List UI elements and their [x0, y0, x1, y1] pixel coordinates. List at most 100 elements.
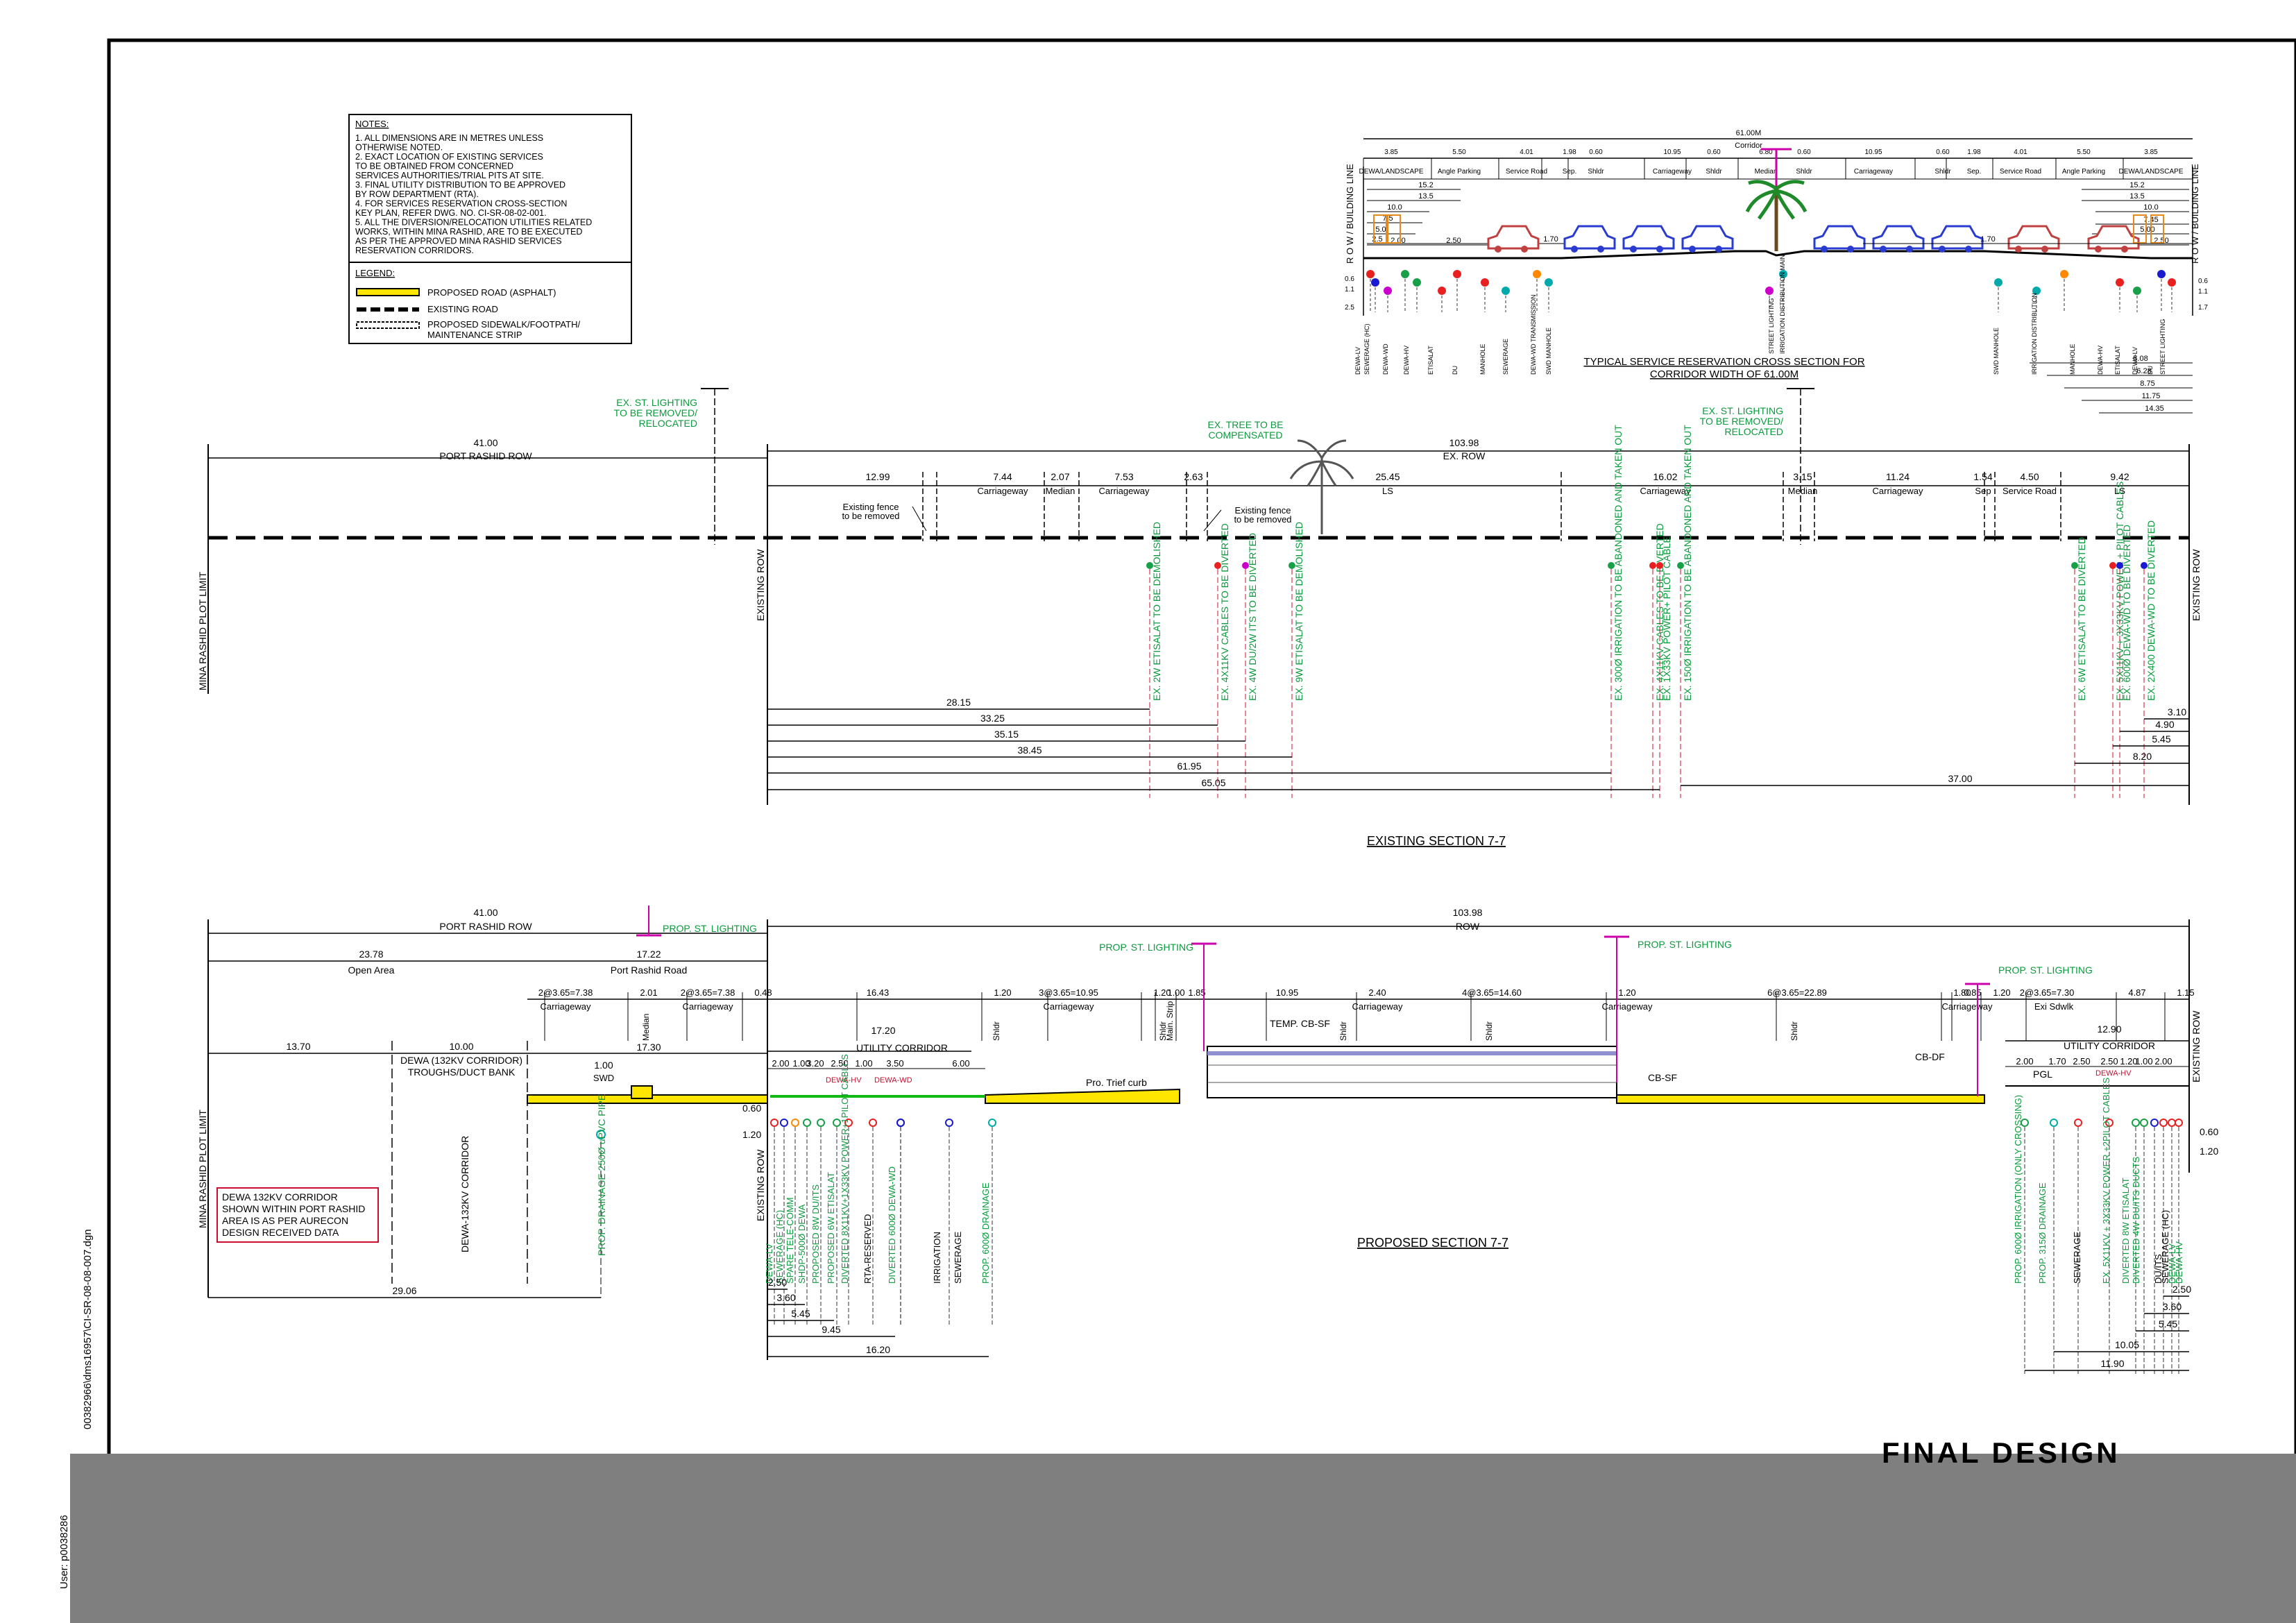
pr-median-icon	[631, 1085, 653, 1099]
car-icon	[1813, 225, 1866, 253]
pr-uc-dim: 6.00	[952, 1058, 969, 1069]
utility-dot	[2133, 287, 2141, 295]
typical-utility-label-right: MANHOLE	[2069, 343, 2076, 375]
note-line: AS PER THE APPROVED MINA RASHID SERVICES	[355, 237, 562, 246]
pr-left-small-1: 0.60	[742, 1103, 761, 1114]
pr-lane-name: Carriageway	[1044, 1001, 1094, 1012]
pr-title: PROPOSED SECTION 7-7	[1357, 1236, 1508, 1250]
pr-lane-dim: 2.40	[1368, 987, 1386, 998]
pr-prop-light-label: PROP. ST. LIGHTING	[1998, 965, 2093, 976]
pr-uc-label: UTILITY CORRIDOR	[856, 1042, 948, 1053]
ex-utility-dot	[1677, 562, 1684, 569]
typical-centre-label: IRRIGATION DISTRIBUTION MAIN	[1779, 255, 1786, 354]
typical-dim: 1.98	[1563, 148, 1576, 156]
ex-bottom-dim: 38.45	[1017, 745, 1041, 756]
typical-sub-dim: 2.00	[1391, 237, 1405, 245]
typical-utility-label-right: DU	[2147, 366, 2154, 375]
car-icon	[1872, 225, 1925, 253]
pr-utility-label-right: DIVERTED 8W ETISALAT	[2120, 1178, 2131, 1284]
pr-uc-dim: 1.00	[792, 1058, 810, 1069]
pr-bottom-dim: 3.60	[776, 1292, 795, 1303]
utility-dot	[2157, 270, 2166, 278]
typical-utility-label-right: STREET LIGHTING	[2159, 319, 2166, 375]
typical-dim: 5.50	[2077, 148, 2091, 156]
note-line: KEY PLAN, REFER DWG. NO. CI-SR-08-02-001…	[355, 208, 547, 218]
typical-right-dim: 5.08	[2133, 355, 2148, 363]
utility-dot	[2060, 270, 2068, 278]
note-line: 5. ALL THE DIVERSION/RELOCATION UTILITIE…	[355, 218, 592, 228]
typical-right-dim: 1.70	[1980, 235, 1995, 244]
ex-bottom-dim: 8.20	[2133, 751, 2152, 762]
utility-dot	[1401, 270, 1409, 278]
pr-lane-name: Carriageway	[541, 1001, 591, 1012]
pr-open-area: Open Area	[348, 965, 395, 976]
ex-bottom-dim: 35.15	[994, 729, 1019, 740]
pr-utility-label-right: SEWERAGE (HC)	[2160, 1210, 2170, 1284]
ex-palm-icon	[1289, 439, 1354, 534]
pr-utility-label-right: SEWERAGE	[2072, 1232, 2082, 1284]
sign-icon	[1373, 214, 1387, 244]
pr-uc-right-tag: DEWA-HV	[2095, 1069, 2132, 1078]
ex-right-total: 103.98	[1449, 437, 1479, 448]
pr-utility-callouts-right: PROP. 600Ø IRRIGATION (ONLY CROSSING)PRO…	[2013, 1077, 2184, 1374]
ex-utility-label: EX. 600Ø DEWA-WD TO BE DIVERTED	[2121, 525, 2132, 701]
typical-sub-dim: 1.70	[1543, 235, 1558, 244]
pr-drainage-l: PROP. DRAINAGE 250Ø uPVC PIPE	[596, 1094, 607, 1298]
pr-utility-dot	[844, 1119, 853, 1127]
typical-segment: Service Road	[2000, 168, 2041, 176]
street-lamp-icon	[1965, 983, 1990, 1096]
ex-fence-1b: to be removed	[842, 511, 899, 521]
typical-small-dim: 2.5	[1345, 304, 1354, 312]
pr-lane-dim: 0.48	[754, 987, 772, 998]
final-design-stamp: FINAL DESIGN	[1882, 1436, 2120, 1469]
proposed-section: 41.00 PORT RASHID ROW 103.98 ROW MINA RA…	[197, 906, 2218, 1374]
typical-utility-label-left: ETISALAT	[1427, 346, 1434, 375]
typical-right-dim: 8.75	[2140, 380, 2154, 388]
typical-segment: Sep.	[1563, 168, 1577, 176]
pr-utility-label-left: SEWERAGE	[953, 1232, 963, 1284]
pr-utility-label-left: SHDP-500Ø DEWA	[797, 1204, 807, 1284]
pr-utility-dot	[780, 1119, 788, 1127]
typical-utility-label-right: IRRIGATION DISTRIBUTION	[2031, 293, 2038, 375]
pr-median-dim: 17.30	[636, 1042, 661, 1053]
pr-dewa-label-2: TROUGHS/DUCT BANK	[408, 1067, 516, 1078]
pr-note-line: DEWA 132KV CORRIDOR	[222, 1191, 338, 1203]
ex-utility-label: EX. 4W DU/2W ITS TO BE DIVERTED	[1247, 533, 1258, 701]
pr-note-line: SHOWN WITHIN PORT RASHID	[222, 1203, 365, 1214]
utility-dot	[1502, 287, 1510, 295]
typical-small-dim: 1.1	[1345, 286, 1354, 294]
typical-segment: Carriageway	[1653, 168, 1692, 176]
pr-uc-right-dim: 1.70	[2048, 1056, 2066, 1067]
typical-row-right: R O W / BUILDING LINE	[2190, 164, 2200, 264]
ex-utility-dot	[1656, 562, 1663, 569]
utility-dot	[1366, 270, 1375, 278]
car-icon	[1681, 225, 1734, 253]
pr-utility-dot-r	[2150, 1119, 2159, 1127]
street-lamp-icon	[1604, 935, 1629, 1082]
legend-item-sidewalk-2: MAINTENANCE STRIP	[427, 330, 522, 340]
ex-segment-name: Median	[1788, 486, 1818, 496]
ex-utility-dot	[2141, 562, 2148, 569]
typical-sub-dim: 2.5	[1372, 235, 1382, 244]
pr-port-rashid-dim: 17.22	[636, 949, 661, 960]
ex-left-total: 41.00	[473, 437, 498, 448]
pr-lane-dim: 1.80	[1953, 987, 1971, 998]
pr-utility-label-right: EX. 5X11KV + 3X33KV POWER +2PILOT CABLES	[2101, 1077, 2111, 1284]
ex-segment-dim: 7.44	[993, 471, 1012, 482]
file-path-label: 00382966\dms16957\CI-SR-08-08-007.dgn	[82, 1229, 94, 1429]
pr-right-total: 103.98	[1453, 907, 1483, 918]
typical-right-dim: 14.35	[2145, 405, 2164, 413]
typical-segment: Angle Parking	[2062, 168, 2105, 176]
ex-segment-name: LS	[2114, 486, 2125, 496]
note-line: RESERVATION CORRIDORS.	[355, 246, 474, 255]
typical-dim: 3.85	[2144, 148, 2158, 156]
ex-segment-dim: 7.53	[1114, 471, 1133, 482]
typical-right-dim: 11.75	[2142, 392, 2161, 400]
pr-bottom-dim: 5.45	[2159, 1318, 2177, 1329]
